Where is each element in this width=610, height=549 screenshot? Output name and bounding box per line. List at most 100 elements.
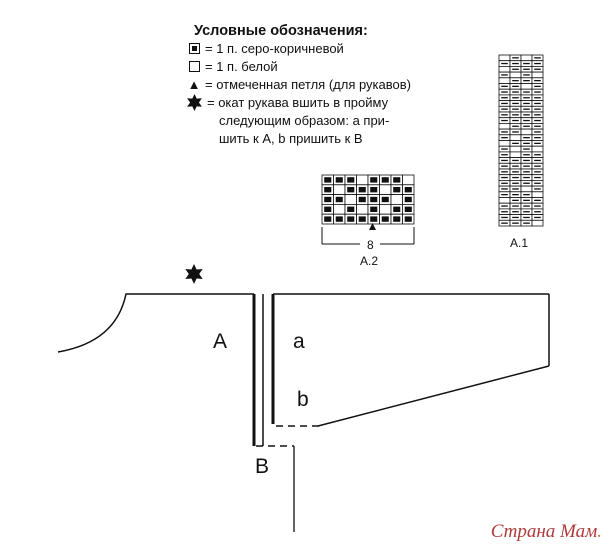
a1-cell [520, 185, 533, 193]
a1-filled-square [512, 131, 519, 133]
a1-filled-square [512, 62, 519, 65]
a1-filled-square [512, 199, 519, 201]
a1-filled-square [512, 102, 519, 105]
a1-filled-square [501, 137, 508, 139]
a1-filled-square [501, 222, 508, 224]
a1-filled-square [534, 154, 541, 156]
a1-filled-square [523, 74, 530, 76]
a2-filled-square [347, 206, 355, 212]
a1-filled-square [501, 74, 508, 76]
legend-star-line3: шить к А, b пришить к В [219, 131, 363, 146]
a1-filled-square [534, 80, 541, 82]
a1-filled-square [534, 142, 541, 144]
chart-a2-bracket [321, 227, 415, 245]
a2-filled-square [324, 187, 332, 193]
a2-cell [356, 203, 369, 215]
a1-filled-square [523, 165, 530, 167]
a1-filled-square [512, 142, 519, 144]
a1-filled-square [523, 222, 530, 224]
a1-filled-square [512, 188, 519, 190]
a1-filled-square [523, 216, 530, 219]
a1-filled-square [534, 137, 541, 139]
a2-filled-square [393, 177, 401, 183]
a1-filled-square [501, 91, 508, 93]
a1-filled-square [534, 97, 541, 99]
a2-filled-square [335, 196, 343, 203]
a2-filled-square [393, 187, 401, 193]
a1-filled-square [534, 131, 541, 133]
a2-filled-square [370, 177, 378, 183]
a2-cell [379, 184, 392, 196]
sleeve-piece [271, 293, 550, 427]
a2-filled-square [358, 187, 366, 193]
a2-filled-square [358, 216, 366, 222]
a1-filled-square [501, 119, 508, 122]
star-icon [187, 94, 202, 111]
a1-filled-square [523, 137, 530, 139]
a1-filled-square [501, 108, 508, 110]
a1-filled-square [501, 102, 508, 105]
star-icon [185, 264, 203, 284]
a2-filled-square [324, 196, 332, 203]
a1-filled-square [534, 102, 541, 105]
legend-filled-text: = 1 п. серо-коричневой [205, 41, 344, 56]
a2-filled-square [404, 216, 412, 222]
legend: Условные обозначения: = 1 п. серо-коричн… [186, 22, 496, 148]
a2-filled-square [324, 206, 332, 212]
a2-cell [356, 174, 369, 186]
a1-filled-square [534, 211, 541, 213]
a1-filled-square [523, 102, 530, 105]
a2-filled-square [381, 196, 389, 203]
a1-filled-square [512, 176, 519, 179]
a1-filled-square [523, 91, 530, 93]
a2-cell [333, 203, 346, 215]
a2-filled-square [324, 177, 332, 183]
a1-filled-square [534, 182, 541, 184]
a1-filled-square [534, 57, 541, 59]
a1-filled-square [501, 131, 508, 133]
a1-filled-square [523, 199, 530, 201]
a1-filled-square [512, 222, 519, 224]
a1-filled-square [523, 148, 530, 150]
a1-filled-square [512, 68, 519, 70]
a1-filled-square [501, 216, 508, 219]
a1-filled-square [534, 91, 541, 93]
filled-square-icon [188, 43, 200, 54]
a1-filled-square [512, 205, 519, 207]
a1-filled-square [523, 108, 530, 110]
a1-filled-square [523, 62, 530, 65]
a1-filled-square [523, 119, 530, 122]
a1-filled-square [523, 142, 530, 144]
a1-filled-square [501, 114, 508, 116]
label-B: B [255, 455, 270, 478]
a1-filled-square [534, 85, 541, 87]
a1-filled-square [501, 194, 508, 196]
a1-filled-square [523, 80, 530, 82]
a1-filled-square [501, 62, 508, 65]
legend-white: = 1 п. белой [186, 58, 496, 76]
a1-cell [520, 54, 533, 62]
a1-filled-square [501, 159, 508, 162]
a1-filled-square [523, 194, 530, 196]
chart-a1 [498, 54, 544, 227]
label-b: b [297, 388, 309, 411]
a1-filled-square [534, 205, 541, 207]
a1-filled-square [512, 80, 519, 82]
a1-filled-square [534, 68, 541, 70]
a1-cell [520, 128, 533, 136]
a2-cell [390, 194, 403, 205]
a2-filled-square [335, 177, 343, 183]
a1-cell [509, 145, 522, 153]
a2-filled-square [370, 187, 378, 193]
a1-filled-square [501, 165, 508, 167]
label-A: A [213, 330, 228, 353]
a2-filled-square [393, 216, 401, 222]
a2-filled-square [404, 196, 412, 203]
a1-filled-square [501, 205, 508, 207]
a1-filled-square [512, 171, 519, 173]
a2-filled-square [381, 177, 389, 183]
a1-filled-square [501, 85, 508, 87]
a1-filled-square [523, 205, 530, 207]
a1-cell [520, 83, 533, 90]
